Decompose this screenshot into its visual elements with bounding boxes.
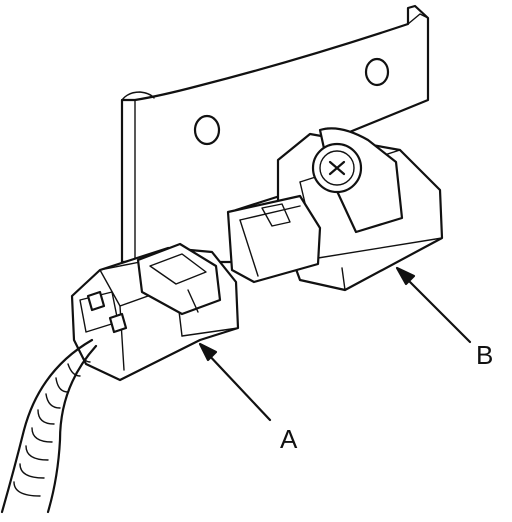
- callout-label-a: A: [280, 424, 298, 454]
- leader-arrow-a: [198, 342, 272, 422]
- mounting-hole-right: [364, 57, 390, 87]
- latch-body-a: [136, 242, 222, 316]
- mounting-bracket: [120, 4, 430, 264]
- connector-plug-a: [70, 242, 240, 382]
- screw-cross-icon: [328, 160, 346, 176]
- callout-label-b: B: [476, 340, 493, 370]
- leader-arrow-b: [395, 266, 472, 344]
- sensor-unit-b: [226, 127, 444, 292]
- wire-harness: [0, 338, 98, 514]
- latch-tab-b: [261, 203, 291, 227]
- mounting-hole-left: [193, 114, 221, 146]
